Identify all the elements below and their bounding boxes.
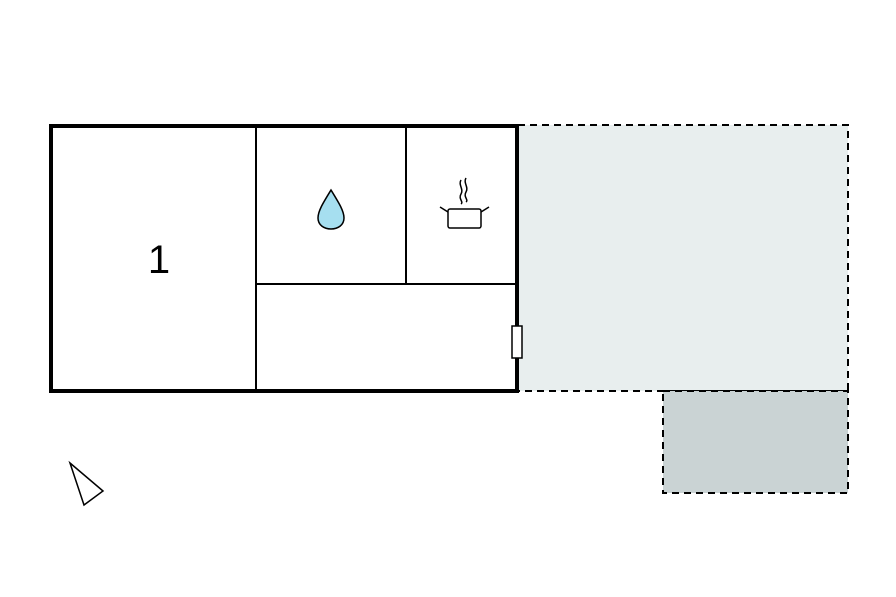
door [511,325,523,359]
annex-area [662,390,849,494]
interior-walls [255,126,517,391]
water-drop-icon [317,188,345,230]
cooking-pot-icon [439,177,490,229]
room-number-1: 1 [148,238,170,282]
terrace-area [517,124,849,392]
north-arrow-icon [68,460,105,507]
building-outline [49,124,519,393]
